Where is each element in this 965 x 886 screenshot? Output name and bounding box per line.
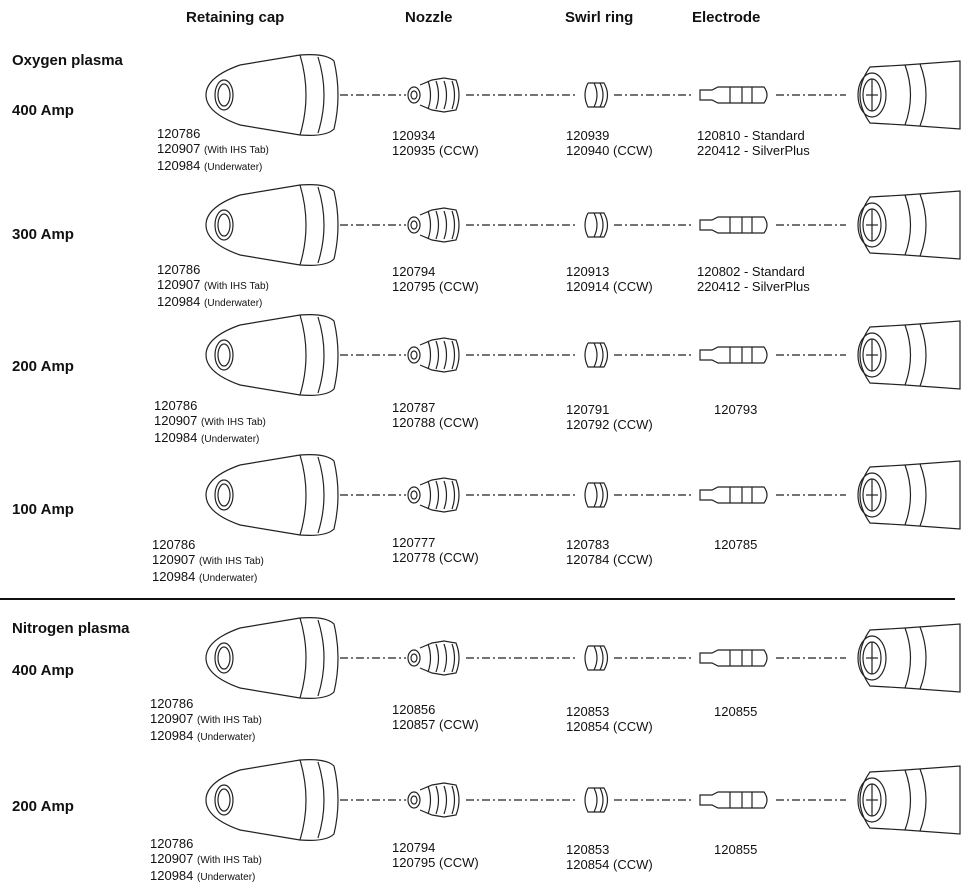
- row-amperage: 400 Amp: [12, 102, 74, 119]
- nozzle-drawing: [407, 782, 460, 818]
- retaining-cap-drawing: [205, 314, 339, 396]
- nozzle-drawing: [407, 77, 460, 113]
- header-nozzle: Nozzle: [405, 9, 453, 26]
- torch-head-drawing: [857, 623, 961, 693]
- swirl-ring-drawing: [584, 212, 609, 238]
- row-amperage: 100 Amp: [12, 501, 74, 518]
- cap-part-numbers: 120786 120907 (With IHS Tab) 120984 (Und…: [150, 836, 262, 883]
- electrode-part-numbers: 120855: [714, 704, 758, 719]
- electrode-drawing: [699, 486, 768, 504]
- electrode-drawing: [699, 791, 768, 809]
- cap-part-numbers: 120786 120907 (With IHS Tab) 120984 (Und…: [152, 537, 264, 584]
- row-amperage: 200 Amp: [12, 358, 74, 375]
- row-amperage: 300 Amp: [12, 226, 74, 243]
- row-amperage: 200 Amp: [12, 798, 74, 815]
- torch-head-drawing: [857, 190, 961, 260]
- cap-part-numbers: 120786 120907 (With IHS Tab) 120984 (Und…: [150, 696, 262, 743]
- section-divider: [0, 598, 955, 600]
- electrode-drawing: [699, 86, 768, 104]
- nozzle-drawing: [407, 477, 460, 513]
- retaining-cap-drawing: [205, 454, 339, 536]
- swirl-ring-drawing: [584, 645, 609, 671]
- retaining-cap-drawing: [205, 184, 339, 266]
- electrode-drawing: [699, 216, 768, 234]
- retaining-cap-drawing: [205, 54, 339, 136]
- electrode-part-numbers: 120785: [714, 537, 758, 552]
- torch-head-drawing: [857, 60, 961, 130]
- nozzle-drawing: [407, 640, 460, 676]
- torch-head-drawing: [857, 460, 961, 530]
- torch-head-drawing: [857, 320, 961, 390]
- header-retaining-cap: Retaining cap: [186, 9, 285, 26]
- section-oxygen-plasma: Oxygen plasma: [12, 52, 123, 69]
- swirl-ring-drawing: [584, 787, 609, 813]
- retaining-cap-drawing: [205, 759, 339, 841]
- swirl-ring-drawing: [584, 82, 609, 108]
- cap-part-numbers: 120786 120907 (With IHS Tab) 120984 (Und…: [157, 126, 269, 173]
- swirl-ring-drawing: [584, 482, 609, 508]
- torch-head-drawing: [857, 765, 961, 835]
- cap-part-numbers: 120786 120907 (With IHS Tab) 120984 (Und…: [157, 262, 269, 309]
- section-nitrogen-plasma: Nitrogen plasma: [12, 620, 130, 637]
- nozzle-drawing: [407, 207, 460, 243]
- electrode-drawing: [699, 346, 768, 364]
- electrode-drawing: [699, 649, 768, 667]
- swirl-ring-drawing: [584, 342, 609, 368]
- retaining-cap-drawing: [205, 617, 339, 699]
- header-swirl-ring: Swirl ring: [565, 9, 634, 26]
- nozzle-drawing: [407, 337, 460, 373]
- header-electrode: Electrode: [692, 9, 761, 26]
- cap-part-numbers: 120786 120907 (With IHS Tab) 120984 (Und…: [154, 398, 266, 445]
- electrode-part-numbers: 120793: [714, 402, 758, 417]
- row-amperage: 400 Amp: [12, 662, 74, 679]
- electrode-part-numbers: 120855: [714, 842, 758, 857]
